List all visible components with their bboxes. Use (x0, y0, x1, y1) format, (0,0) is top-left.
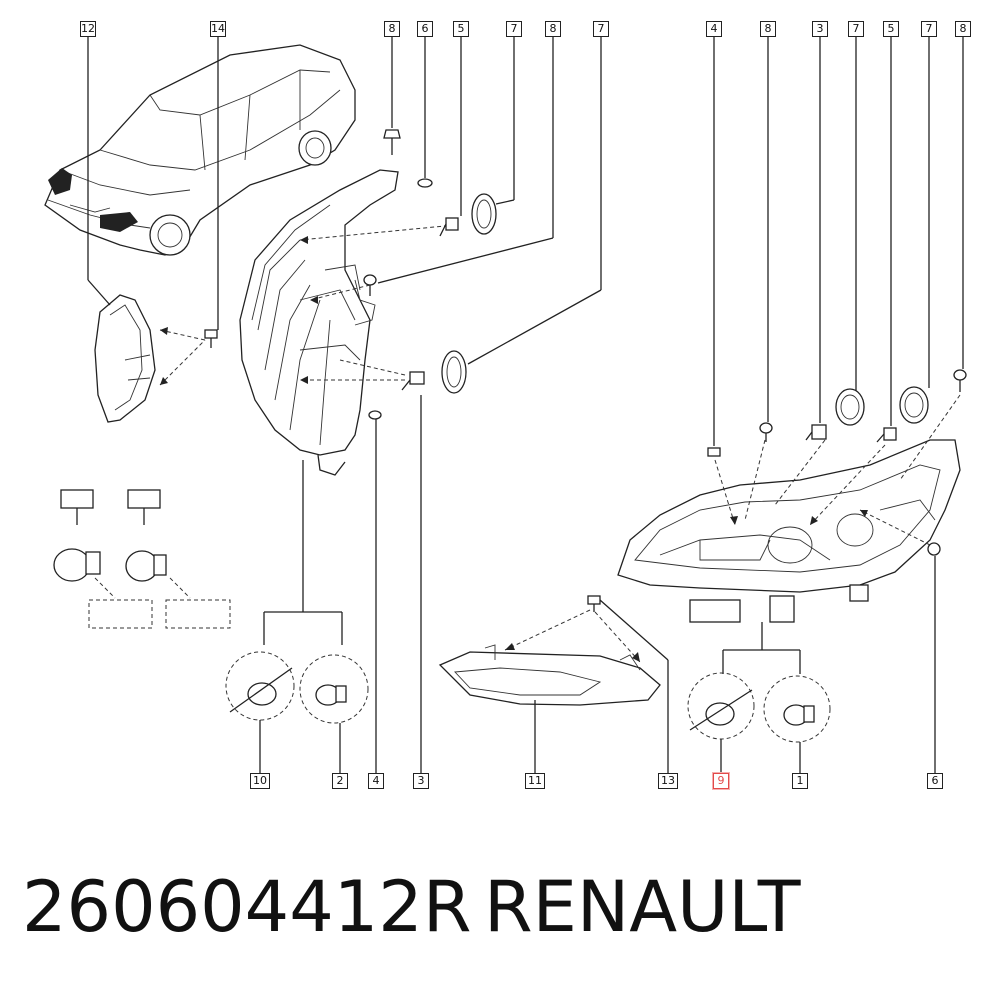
caption: 260604412R RENAULT (0, 862, 1000, 952)
cap-7a (471, 193, 497, 235)
bulb-left-1 (53, 489, 153, 629)
bulb-holder-5a (439, 217, 459, 237)
callout-5-top-b: 5 (883, 21, 899, 37)
part-number: 260604412R (22, 866, 472, 948)
callout-10: 10 (250, 773, 270, 789)
screw-14 (204, 329, 218, 348)
callout-7-top-a: 7 (506, 21, 522, 37)
side-indicator-lamp (94, 294, 156, 423)
callout-6-bottom: 6 (927, 773, 943, 789)
callout-2: 2 (332, 773, 348, 789)
callout-7-top-c: 7 (848, 21, 864, 37)
callout-8-top-c: 8 (760, 21, 776, 37)
callout-7-top-b: 7 (593, 21, 609, 37)
bulb-holder-3a (401, 371, 425, 391)
callout-12: 12 (80, 21, 96, 37)
car-illustration (44, 44, 356, 256)
bolt-8a (383, 129, 401, 155)
cap-7c (835, 388, 865, 426)
right-headlamp-assembly (617, 439, 961, 623)
bulb-holder-5b (876, 427, 897, 443)
callout-4-top: 4 (706, 21, 722, 37)
bolt-8c (759, 422, 773, 442)
drl-lamp-11 (438, 644, 661, 706)
callout-8-top-b: 8 (545, 21, 561, 37)
callout-14: 14 (210, 21, 226, 37)
cap-7b (441, 350, 467, 394)
callout-1: 1 (792, 773, 808, 789)
bulb-circle-1 (763, 675, 831, 743)
cap-7d (899, 386, 929, 424)
bulb-left-2 (125, 489, 231, 629)
brand-name: RENAULT (484, 866, 801, 948)
callout-5-top-a: 5 (453, 21, 469, 37)
bulb-circle-10 (225, 651, 295, 721)
bulb-holder-3b (805, 424, 827, 441)
callout-6-top: 6 (417, 21, 433, 37)
bulb-circle-9 (687, 672, 755, 740)
callout-8-top-a: 8 (384, 21, 400, 37)
clip-4a (368, 410, 382, 420)
callout-3-top: 3 (812, 21, 828, 37)
clip-6b (927, 542, 941, 556)
callout-8-top-d: 8 (955, 21, 971, 37)
callout-3-bottom: 3 (413, 773, 429, 789)
bolt-8d (953, 369, 967, 392)
callout-13: 13 (658, 773, 678, 789)
callout-4-bottom: 4 (368, 773, 384, 789)
left-headlamp-housing (239, 169, 399, 476)
callout-11: 11 (525, 773, 545, 789)
clip-6a (417, 178, 433, 188)
bolt-8b (363, 274, 377, 296)
bulb-circle-2 (299, 654, 369, 724)
callout-7-top-d: 7 (921, 21, 937, 37)
callout-9-highlighted: 9 (713, 773, 729, 789)
clip-4b (707, 447, 721, 457)
